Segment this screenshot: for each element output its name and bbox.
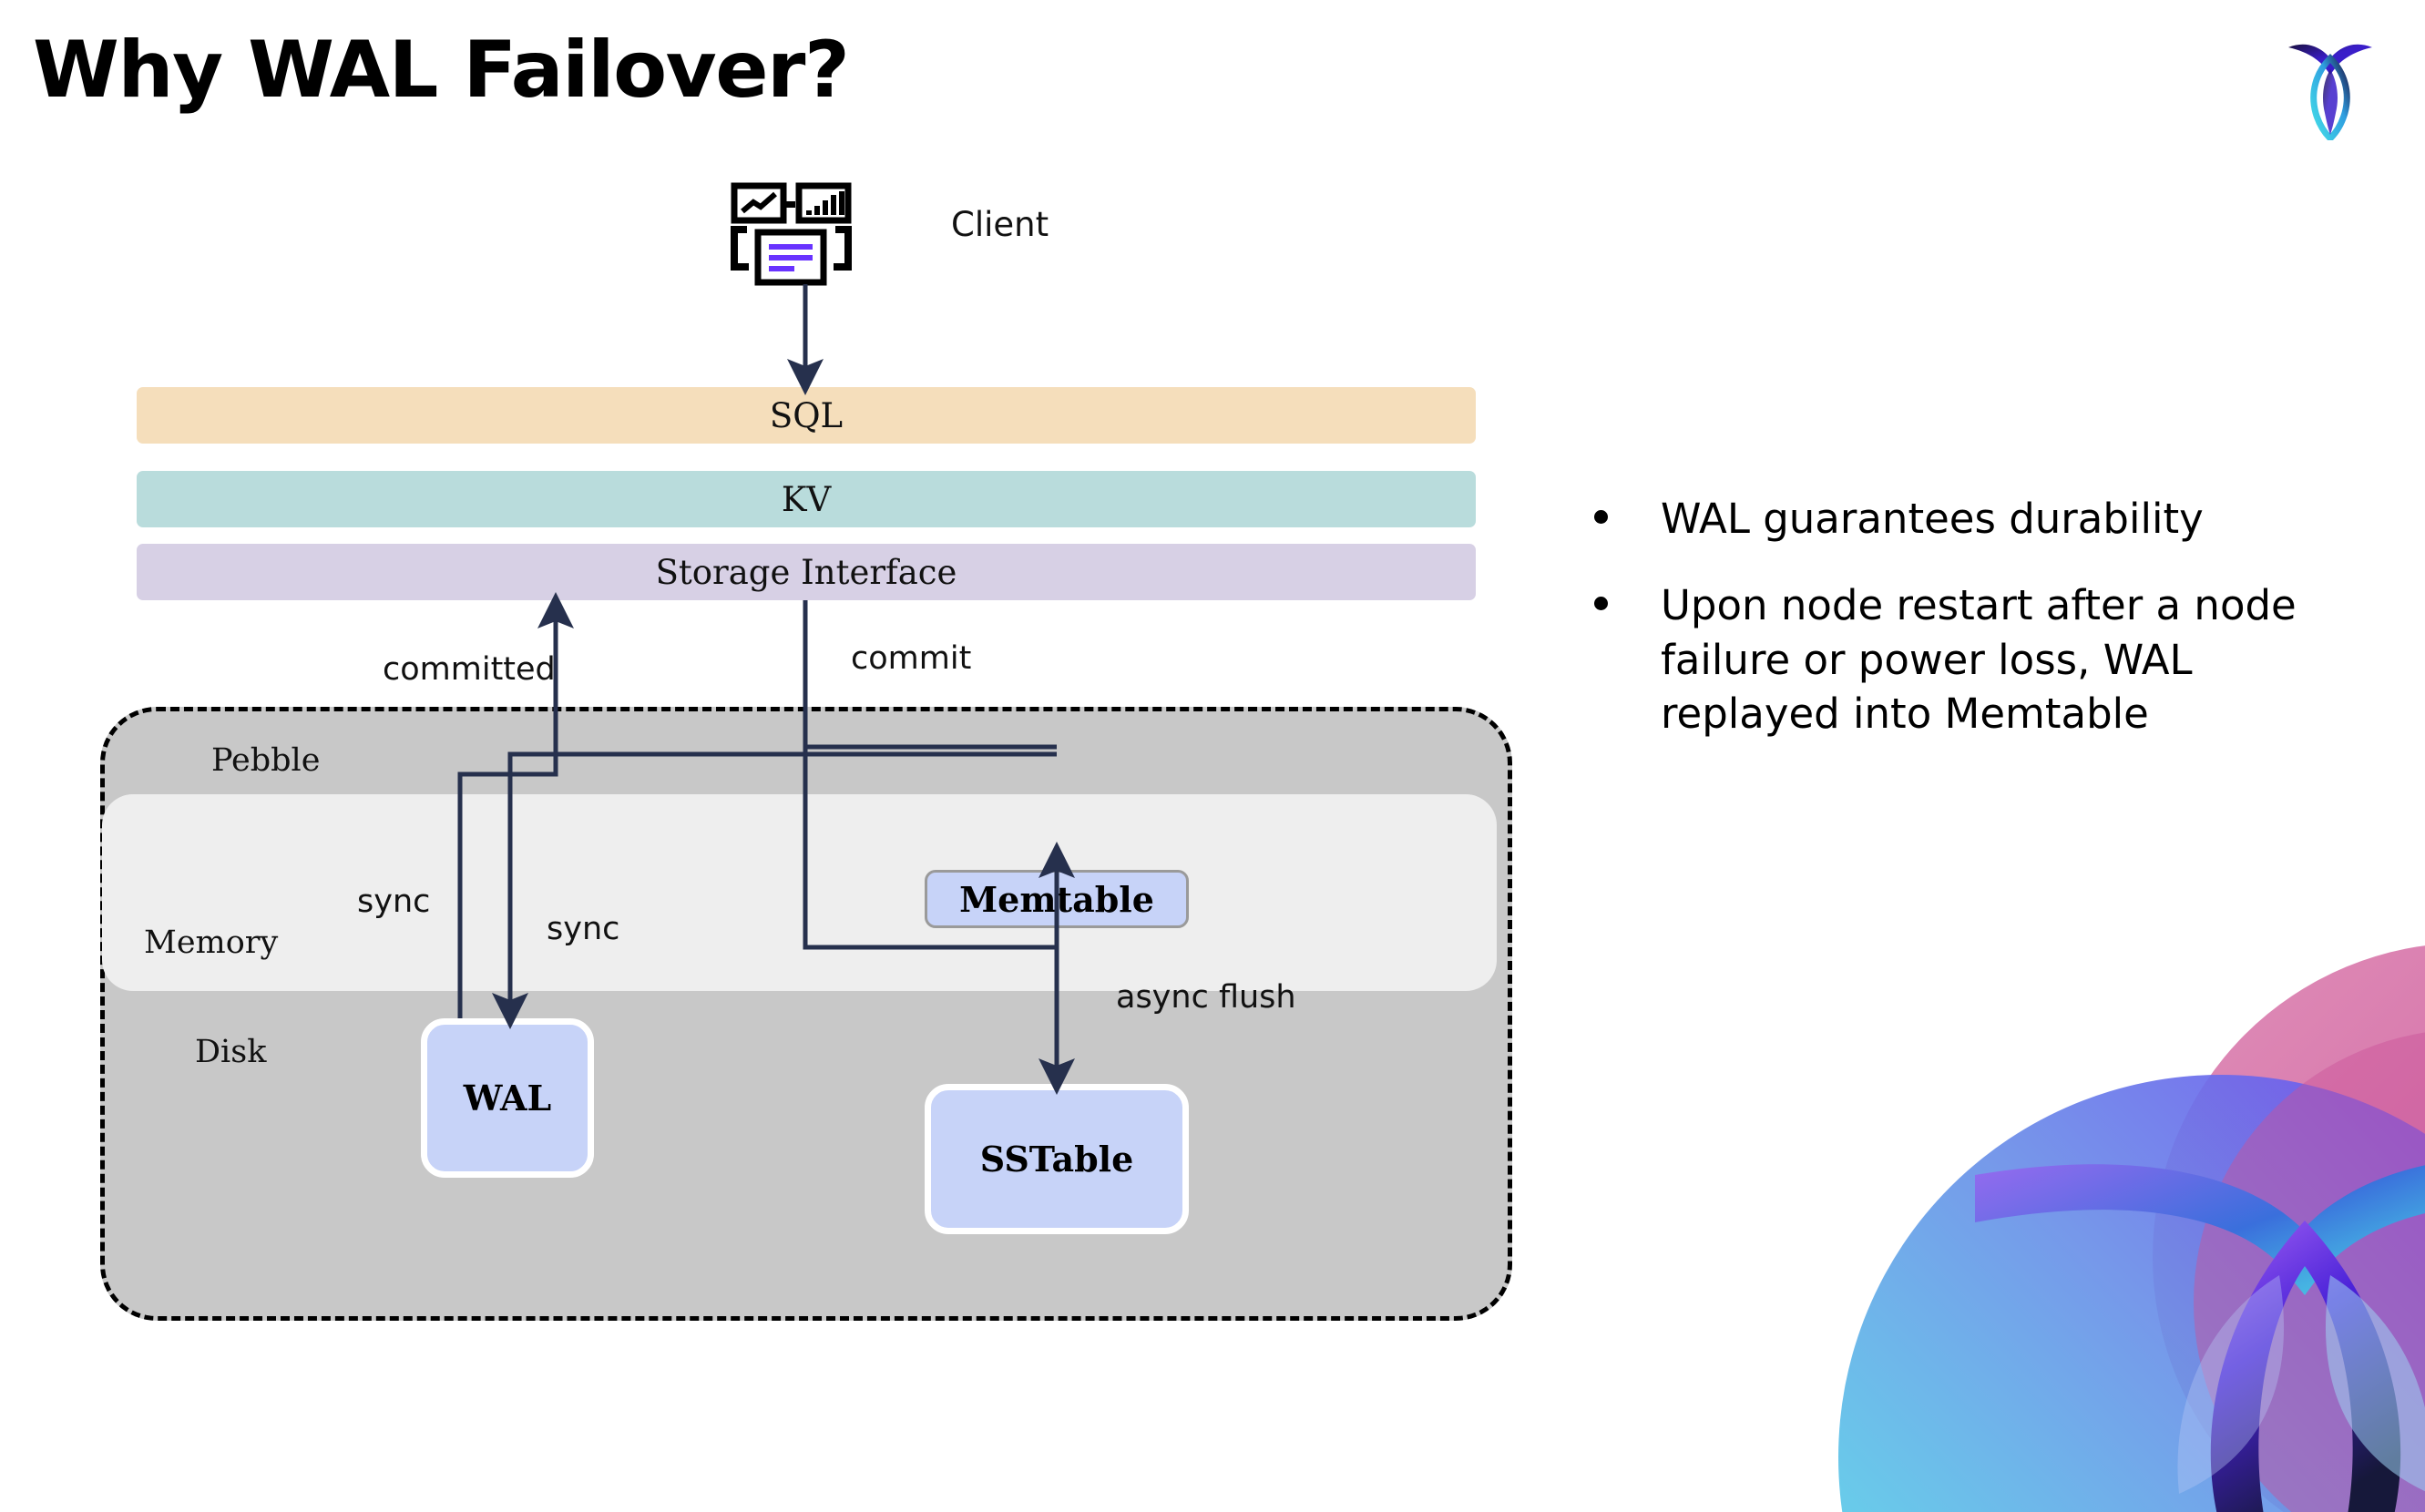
bullet-dot-icon: [1594, 597, 1608, 611]
list-item: Upon node restart after a node failure o…: [1594, 578, 2341, 741]
node-wal-label: WAL: [463, 1078, 552, 1119]
bullet-list: WAL guarantees durability Upon node rest…: [1594, 492, 2341, 774]
edge-label-async-flush: async flush: [1116, 979, 1296, 1016]
stack-layer-sql-label: SQL: [769, 395, 844, 435]
bullet-text: WAL guarantees durability: [1661, 495, 2204, 543]
stack-layer-storage-interface: Storage Interface: [137, 544, 1476, 600]
bullet-text: Upon node restart after a node failure o…: [1661, 581, 2297, 739]
edge-label-sync-return: sync: [357, 884, 431, 920]
bullet-dot-icon: [1594, 510, 1608, 524]
node-sstable-label: SSTable: [979, 1139, 1134, 1180]
list-item: WAL guarantees durability: [1594, 492, 2341, 546]
edge-label-commit: commit: [851, 640, 972, 677]
node-sstable: SSTable: [925, 1084, 1189, 1234]
cockroachdb-watermark-graphic: [1838, 874, 2425, 1512]
node-wal: WAL: [421, 1018, 594, 1178]
stack-layer-kv: KV: [137, 471, 1476, 527]
client-dashboard-icon: [729, 182, 875, 301]
client-label: Client: [951, 205, 1049, 244]
node-memtable-label: Memtable: [959, 878, 1154, 920]
edge-label-sync-to-wal: sync: [547, 911, 620, 947]
pebble-label: Pebble: [211, 742, 321, 779]
memory-region-label: Memory: [144, 925, 279, 961]
stack-layer-sql: SQL: [137, 387, 1476, 444]
stack-layer-storage-interface-label: Storage Interface: [655, 552, 957, 592]
stack-layer-kv-label: KV: [781, 479, 832, 519]
node-memtable: Memtable: [925, 870, 1189, 928]
page-title: Why WAL Failover?: [33, 25, 850, 116]
edge-label-committed: committed: [383, 651, 556, 688]
cockroachdb-logo-icon: [2283, 27, 2378, 143]
memory-region: [102, 794, 1497, 991]
disk-region-label: Disk: [195, 1034, 267, 1070]
